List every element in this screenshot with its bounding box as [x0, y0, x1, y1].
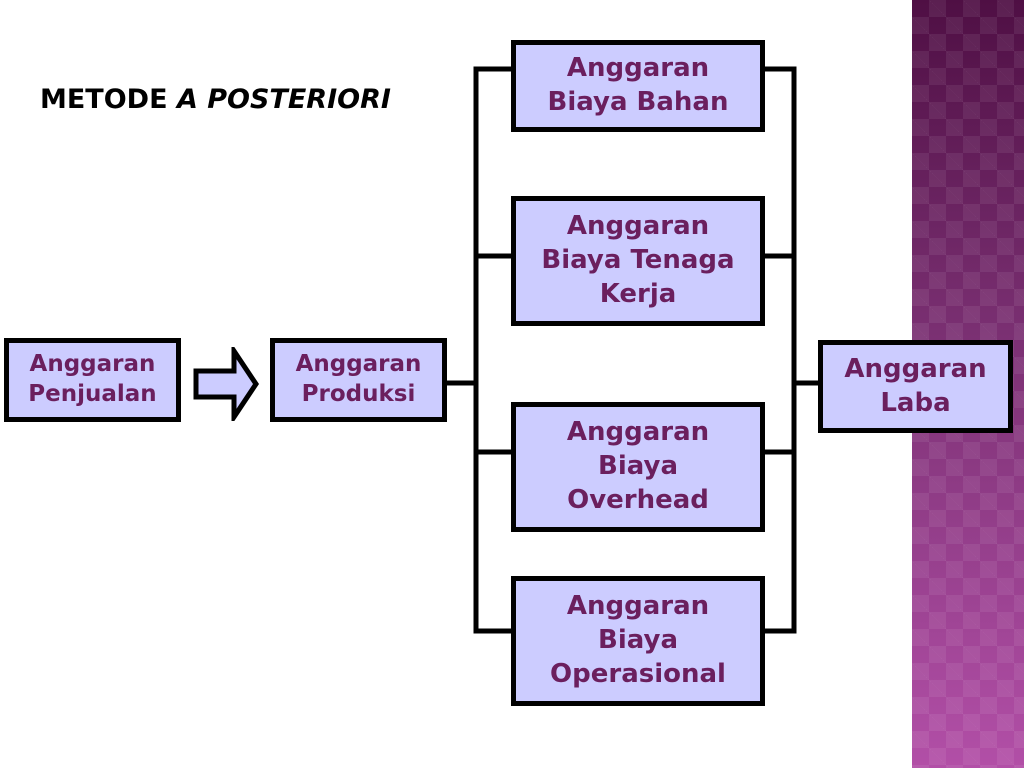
page-title: METODE A POSTERIORI	[40, 84, 391, 115]
node-anggaran-laba: Anggaran Laba	[818, 340, 1013, 433]
node-anggaran-produksi: Anggaran Produksi	[270, 338, 447, 422]
node-anggaran-biaya-bahan: Anggaran Biaya Bahan	[511, 40, 765, 132]
right-arrow-icon	[193, 347, 260, 421]
node-anggaran-biaya-overhead: Anggaran Biaya Overhead	[511, 402, 765, 532]
node-anggaran-penjualan: Anggaran Penjualan	[4, 338, 181, 422]
node-anggaran-biaya-tenaga-kerja: Anggaran Biaya Tenaga Kerja	[511, 196, 765, 326]
node-anggaran-biaya-operasional: Anggaran Biaya Operasional	[511, 576, 765, 706]
title-italic: A POSTERIORI	[176, 84, 391, 115]
title-prefix: METODE	[40, 84, 177, 115]
